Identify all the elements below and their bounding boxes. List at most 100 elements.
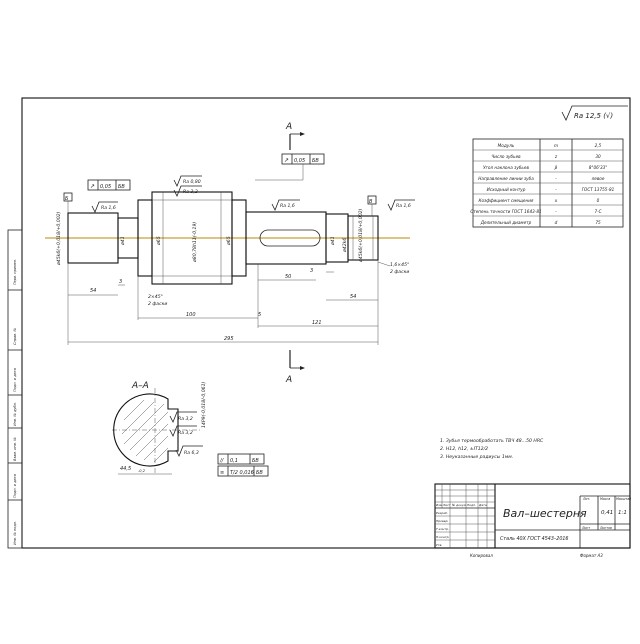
sec-par-val: 0,1 [230, 458, 238, 464]
section-key-dim: 14P9(-0,018/-0,061) [201, 382, 207, 428]
tb-copied: Копировал [470, 553, 493, 558]
dim-d41b: ø41 [330, 236, 336, 246]
runout-top-val: 0,05 [294, 158, 305, 164]
section-letter-top: A [285, 122, 292, 132]
tb-lit-label: Лит. [582, 497, 590, 501]
tb-scale: 1:1 [618, 510, 627, 516]
section-marker-top: A [285, 122, 305, 150]
dim-l54a: 54 [90, 288, 96, 294]
rough-s3: Ra 6,3 [184, 450, 199, 456]
param-val-8: 75 [595, 220, 601, 225]
tb-title: Вал–шестерня [503, 507, 587, 520]
dim-l3a: 3 [119, 279, 122, 285]
shaft-main-view: ø45k6(+0,018/+0,002) ø41 ø65 ø80,78h11(-… [45, 153, 415, 345]
tb-hdr-sign: Подп. [467, 503, 476, 507]
title-block: Изм. Лист № докум. Подп. Дата Разраб. Пр… [434, 483, 631, 549]
param-val-3: 8°06'33" [589, 165, 608, 170]
section-sym-frame: ≡ T/2 0,016 БВ [217, 465, 269, 477]
param-name-7: Степень точности ГОСТ 1643-81 [470, 209, 542, 214]
datum-v: В [367, 195, 377, 216]
param-name-3: Угол наклона зубьев [483, 165, 529, 170]
note-1: 1. Зубья термообработать ТВЧ 48...50 HRC [440, 438, 544, 444]
chamfer-right-count: 2 фаски [390, 269, 409, 275]
param-val-1: 2,5 [595, 143, 602, 148]
runout-left-sym: ↗ [90, 183, 95, 190]
chamfer-left-count: 2 фаски [148, 301, 167, 307]
note-3: 3. Неуказанные радиусы 1мм. [440, 454, 513, 460]
note-2: 2. H12, h12, ±IT12/2 [440, 446, 488, 452]
tb-scale-label: Масштаб [616, 497, 631, 501]
tb-row-prov: Провер. [436, 519, 449, 523]
sec-sym-base: БВ [256, 470, 263, 476]
tb-format: Формат А3 [580, 553, 603, 558]
dim-d65a: ø65 [156, 236, 162, 246]
sidebar-label-1: Перв. примен. [13, 259, 17, 285]
dim-d-left: ø45k6(+0,018/+0,002) [56, 211, 62, 266]
runout-top-base: БВ [312, 158, 319, 164]
runout-frame-top: ↗ 0,05 БВ [255, 153, 325, 181]
dim-d-gear: ø80,78h11(-0,19) [192, 222, 198, 263]
sec-par-sym: // [219, 458, 225, 464]
dim-d-right1: ø42k6 [342, 238, 348, 253]
rough-r5: Ra 1,6 [396, 203, 411, 209]
dim-l54b: 54 [350, 294, 356, 300]
dim-d41: ø41 [120, 236, 126, 246]
rough-r1: Ra 1,6 [101, 205, 116, 211]
section-dim: 44,5 [120, 466, 131, 472]
section-title: A–A [131, 381, 149, 391]
sec-sym-val: T/2 0,016 [230, 470, 254, 476]
param-sym-1: m [554, 143, 558, 148]
tb-material: Сталь 40Х ГОСТ 4543–2016 [500, 536, 568, 542]
param-name-6: Коэффициент смещения [479, 198, 534, 203]
param-sym-4: – [555, 176, 557, 181]
tb-hdr-list: Лист [442, 503, 451, 507]
runout-top-sym: ↗ [284, 157, 289, 164]
rough-r2: Ra 0,80 [183, 179, 201, 185]
param-val-2: 30 [595, 154, 601, 159]
rough-r3: Ra 3,2 [183, 189, 198, 195]
general-roughness: Ra 12,5 (√) [561, 105, 628, 121]
chamfer-right: 1,6×45° [390, 262, 409, 268]
param-val-5: ГОСТ 13755-81 [582, 187, 615, 192]
section-view: A–A 44,5 -0,2 14P9(-0,018/-0,061) Ra 3,2… [112, 381, 269, 477]
tb-mass-label: Масса [600, 497, 610, 501]
param-sym-3: β [555, 165, 558, 170]
datum-v-label: В [369, 199, 373, 205]
chamfer-left: 2×45° [148, 294, 163, 300]
sidebar-label-3: Подп. и дата [13, 368, 17, 392]
keyway [259, 229, 321, 247]
param-sym-2: z [554, 154, 558, 159]
tb-sheets: Листов [599, 526, 612, 530]
datum-b: Б [63, 192, 73, 213]
left-sidebar: Перв. примен. Справ. № Подп. и дата Инв.… [7, 229, 23, 549]
dim-l100: 100 [186, 312, 196, 318]
dim-l295: 295 [224, 336, 234, 342]
sec-par-base: БВ [252, 458, 259, 464]
sidebar-label-5: Взам. инв. № [13, 437, 17, 461]
dim-d-right2: ø45k6(+0,018/+0,002) [358, 208, 364, 263]
datum-b-label: Б [65, 196, 69, 202]
sidebar-label-2: Справ. № [13, 328, 17, 345]
section-dim-tol: -0,2 [138, 469, 146, 473]
tb-row-utv: Утв. [436, 543, 442, 547]
tb-mass: 0,41 [601, 510, 613, 516]
rough-s2: Ra 3,2 [178, 430, 193, 436]
param-name-4: Направление линии зуба [478, 176, 534, 181]
section-outline [113, 393, 179, 467]
param-sym-5: – [555, 187, 557, 192]
gear-params-table: Модуль m 2,5 Число зубьев z 30 Угол накл… [470, 138, 624, 228]
tb-row-razrab: Разраб. [436, 511, 448, 515]
tb-row-nkontr: Н.контр. [436, 535, 449, 539]
sidebar-label-4: Инв. № дубл. [13, 402, 17, 426]
param-name-8: Делительный диаметр [480, 220, 532, 225]
dim-d65b: ø65 [226, 236, 232, 246]
param-name-1: Модуль [498, 143, 515, 148]
tb-hdr-izm: Изм. [436, 503, 443, 507]
dim-l5: 5 [258, 312, 261, 318]
tb-hdr-date: Дата [478, 503, 487, 507]
drawing-frame [21, 97, 631, 549]
runout-frame-left: ↗ 0,05 БВ [87, 179, 131, 191]
sidebar-label-7: Инв. № подл. [13, 521, 17, 545]
